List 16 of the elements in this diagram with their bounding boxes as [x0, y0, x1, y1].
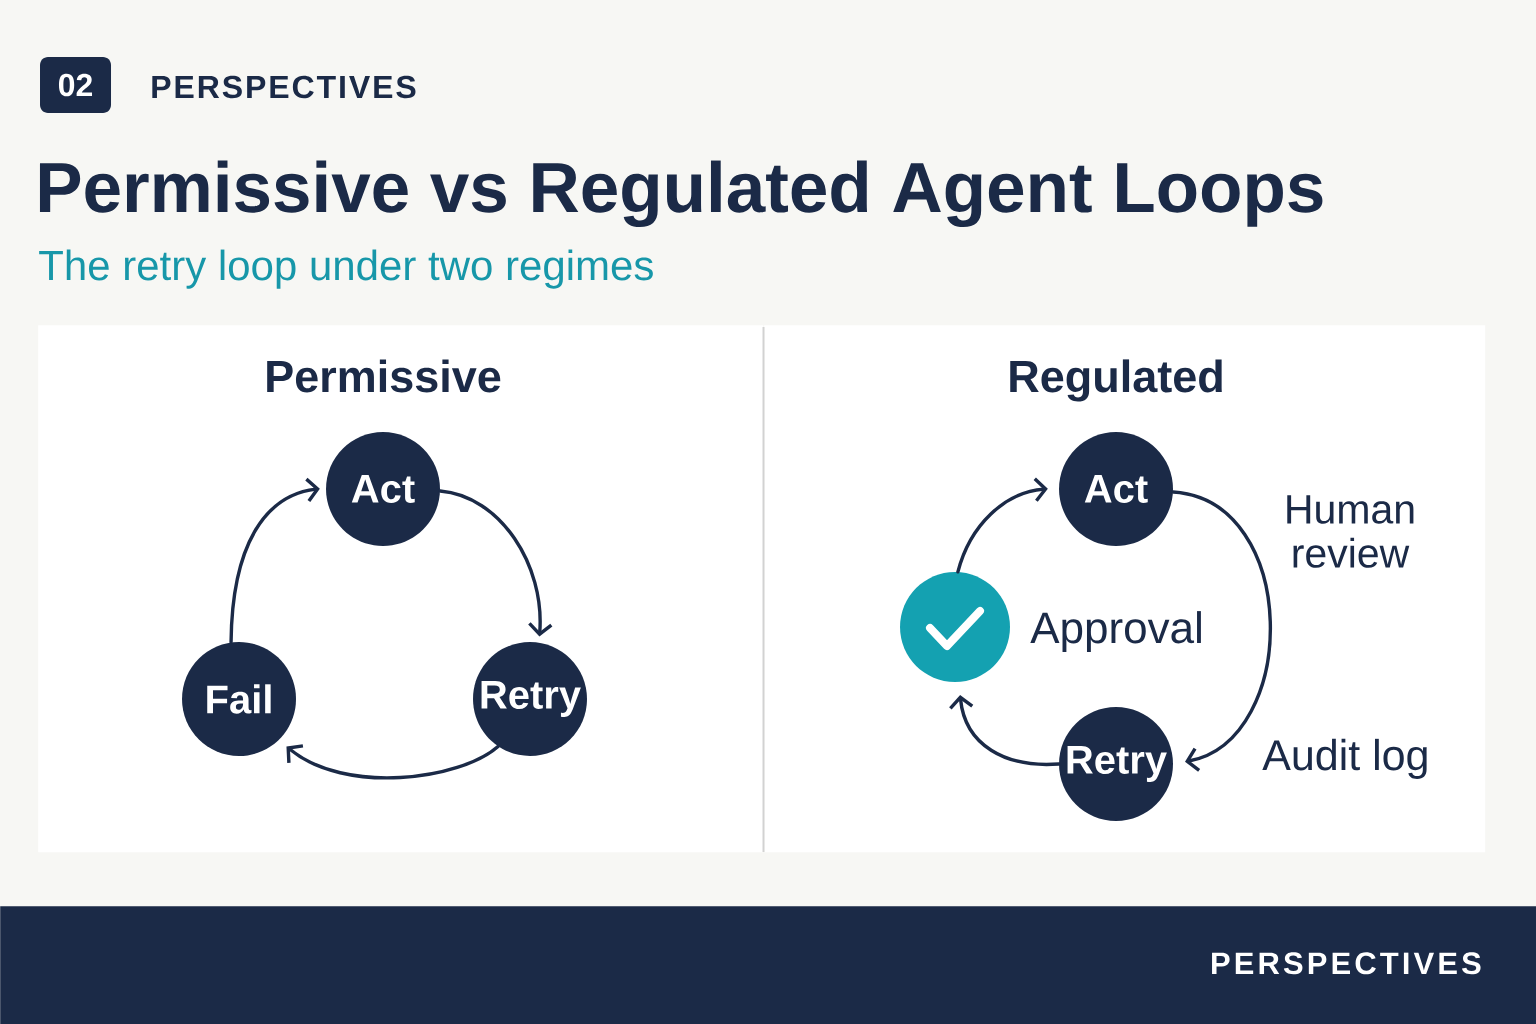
arrow	[949, 695, 1061, 767]
panel-heading: Permissive	[267, 359, 501, 393]
number-badge: 02	[40, 57, 111, 113]
arrow	[286, 744, 500, 780]
annotation: Human review	[1287, 495, 1414, 568]
footer-label: PERSPECTIVES	[1212, 952, 1481, 975]
arrow	[438, 489, 553, 637]
subtitle: The retry loop under two regimes	[39, 249, 653, 289]
section-label: PERSPECTIVES	[152, 75, 416, 99]
title: Permissive vs Regulated Agent Loops	[39, 160, 1323, 227]
arrow	[1171, 490, 1272, 772]
annotation: Audit log	[1262, 738, 1427, 779]
panel-heading: Regulated	[1010, 359, 1222, 402]
arrow	[956, 477, 1048, 574]
arrow	[229, 477, 320, 645]
side-label: Approval	[1030, 611, 1201, 653]
